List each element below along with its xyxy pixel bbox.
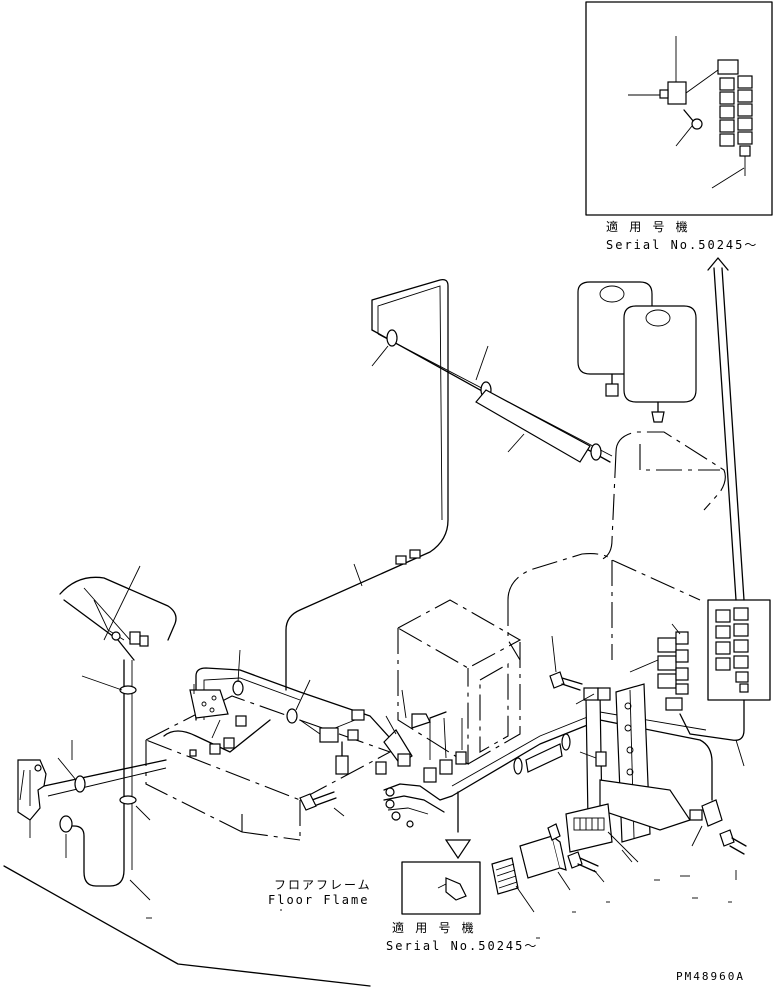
inset-top-fuse-cluster xyxy=(719,75,753,157)
fuse-box-lower xyxy=(491,803,732,939)
connector-right xyxy=(689,739,747,880)
control-lever-left xyxy=(59,565,177,919)
inset-bottom-serial-label: Serial No.50245～ xyxy=(386,939,539,953)
operator-seat xyxy=(507,431,726,661)
serial-arrow-up xyxy=(707,257,745,601)
floor-outline xyxy=(3,865,371,987)
inset-right-box xyxy=(679,599,771,741)
floor-frame-en-label: Floor Flame xyxy=(268,893,370,907)
central-junction xyxy=(375,689,713,860)
console-box xyxy=(396,599,522,765)
floor-frame-jp-label: フロアフレーム xyxy=(274,878,372,892)
inset-bottom-applicable-label: 適 用 号 機 xyxy=(392,921,476,935)
inset-bottom-box xyxy=(401,861,481,915)
bolt-lower-left xyxy=(299,791,345,817)
inset-top-serial-label: Serial No.50245～ xyxy=(606,238,759,252)
relay-bracket xyxy=(575,623,691,843)
switch-cluster-left xyxy=(17,740,167,858)
upper-harness xyxy=(285,278,613,691)
inset-top-box xyxy=(585,1,773,216)
drawing-number: PM48960A xyxy=(676,970,745,983)
reservoir-tank-right xyxy=(623,305,697,423)
lower-harness xyxy=(163,649,391,775)
bolt-center-right xyxy=(549,635,583,691)
inset-top-applicable-label: 適 用 号 機 xyxy=(606,220,690,234)
